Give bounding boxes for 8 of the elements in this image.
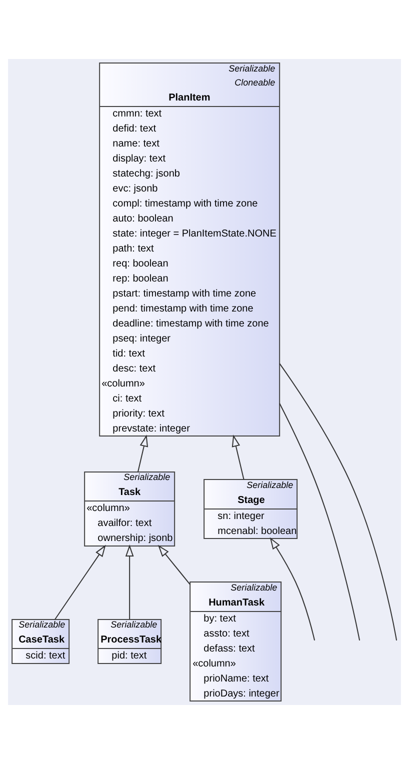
arrow bbox=[137, 434, 148, 472]
connector bbox=[279, 402, 360, 640]
connector bbox=[279, 362, 398, 640]
arrow bbox=[54, 544, 106, 620]
arrow bbox=[125, 544, 134, 620]
arrow bbox=[270, 536, 316, 640]
arrow bbox=[232, 434, 244, 480]
arrow bbox=[158, 544, 190, 584]
